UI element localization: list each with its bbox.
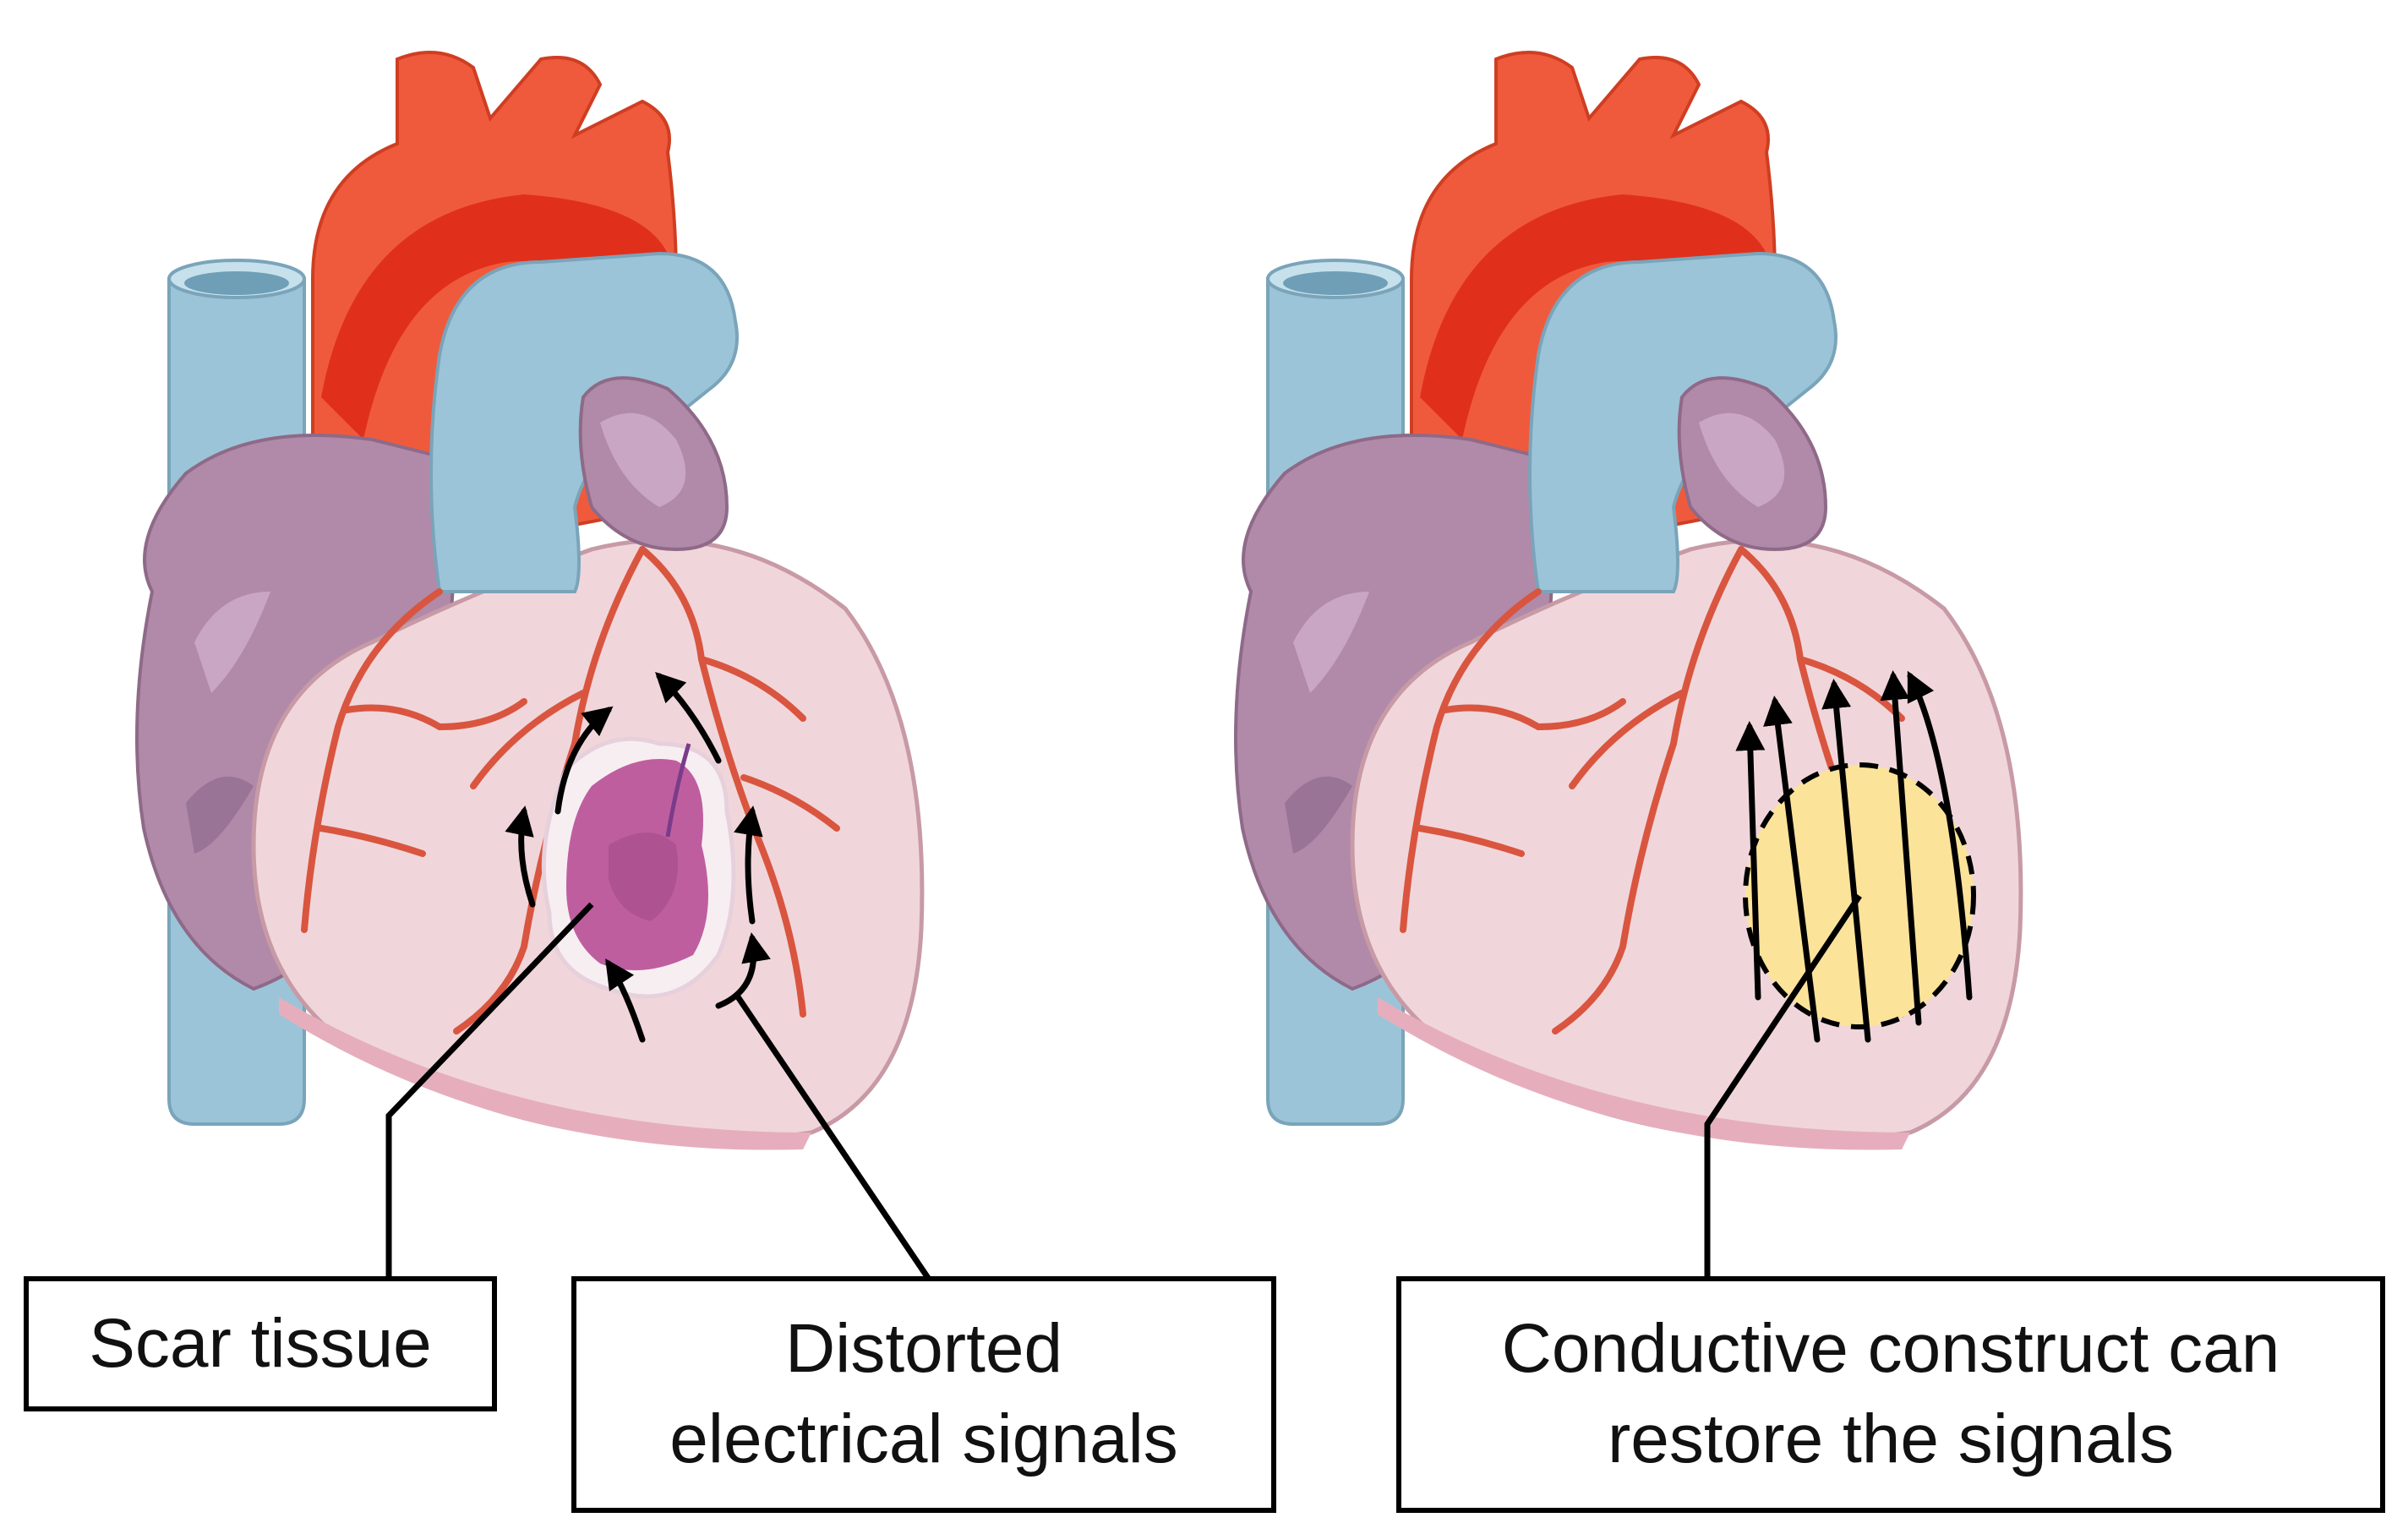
distorted-signals-label: Distorted electrical signals (571, 1276, 1276, 1513)
distorted-text-line2: electrical signals (669, 1400, 1178, 1477)
conductive-text-line1: Conductive construct can (1501, 1310, 2280, 1388)
scar-tissue (541, 736, 736, 999)
restored-signal-arrows (1735, 670, 1973, 1043)
construct-label-leader (1704, 894, 1862, 1276)
conductive-construct-label: Conductive construct can restore the sig… (1396, 1276, 2385, 1513)
scar-tissue-text: Scar tissue (89, 1304, 432, 1382)
left-heart-illustration (137, 52, 932, 1282)
distorted-signal-arrows (505, 672, 771, 1043)
distorted-label-leader (733, 991, 932, 1282)
scar-label-leader (385, 902, 594, 1276)
right-heart-illustration (1236, 52, 2021, 1276)
distorted-text-line1: Distorted (784, 1310, 1063, 1388)
conductive-text-line2: restore the signals (1607, 1400, 2174, 1477)
scar-tissue-label: Scar tissue (24, 1276, 497, 1411)
